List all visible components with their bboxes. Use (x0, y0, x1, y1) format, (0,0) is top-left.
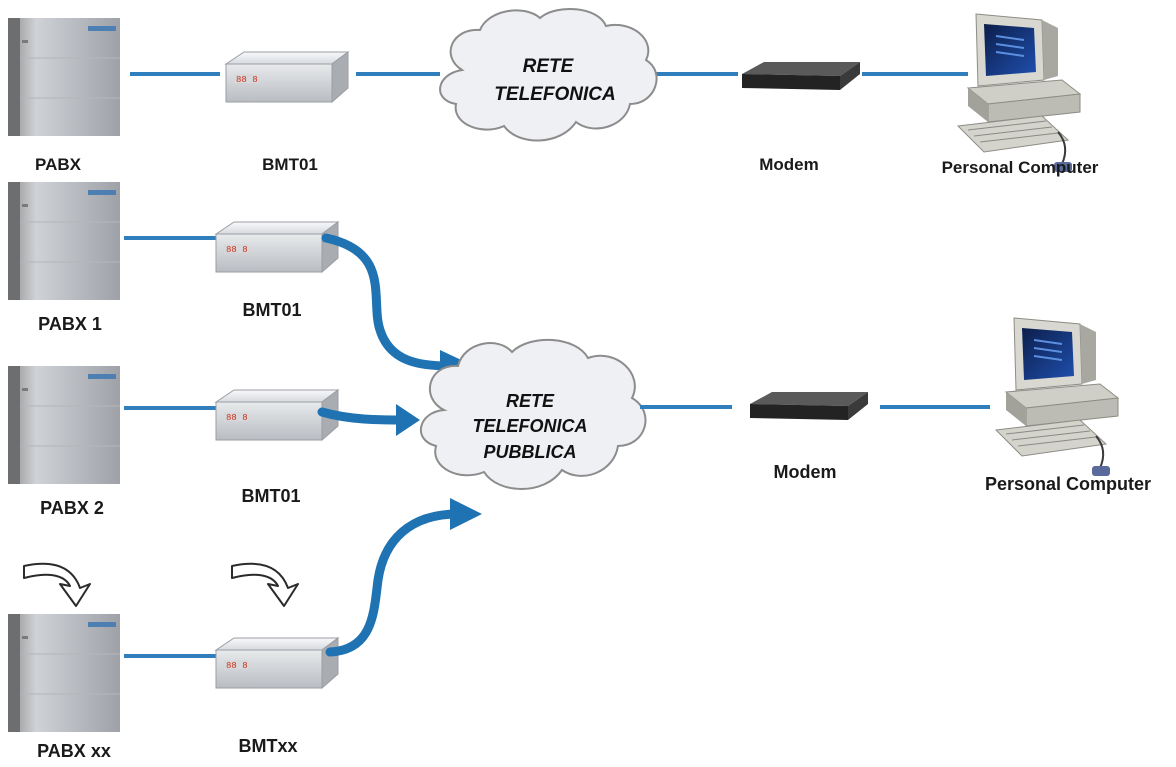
bmt-network-arrows (317, 233, 482, 657)
cloud-top-line-2: TELEFONICA (494, 84, 615, 105)
continuation-arrow-icon (23, 562, 91, 607)
pabx-xx-device (7, 613, 121, 733)
modem-device (742, 62, 860, 90)
personal-computer-device-bottom (995, 317, 1119, 477)
modem-device-bottom (750, 392, 868, 420)
pabx-2-label: PABX 2 (40, 498, 104, 518)
bmt-xx-label: BMTxx (238, 736, 297, 756)
cloud-public-line-3: PUBBLICA (484, 442, 577, 462)
pabx-1-label: PABX 1 (38, 314, 102, 334)
network-cloud-public: RETE TELEFONICA PUBBLICA (419, 339, 647, 490)
modem-label-bottom: Modem (774, 462, 837, 482)
bmt-2-label: BMT01 (241, 486, 300, 506)
pabx-label: PABX (35, 155, 82, 174)
pabx-1-device (7, 181, 121, 301)
bmt-1-label: BMT01 (242, 300, 301, 320)
cloud-public-line-1: RETE (506, 391, 555, 411)
bmt-label: BMT01 (262, 155, 318, 174)
modem-label: Modem (759, 155, 819, 174)
network-cloud-top: RETE TELEFONICA (439, 8, 658, 142)
personal-computer-label-bottom: Personal Computer (985, 474, 1151, 494)
cloud-top-line-1: RETE (523, 56, 575, 77)
bmt-1-device (215, 221, 339, 273)
pabx-bmt-connections (124, 236, 216, 658)
cloud-public-line-2: TELEFONICA (473, 416, 588, 436)
bmt-xx-device (215, 637, 339, 689)
bmt-device (225, 51, 349, 103)
personal-computer-label: Personal Computer (942, 158, 1099, 177)
continuation-arrow-icon (231, 562, 299, 607)
personal-computer-device (957, 13, 1081, 173)
pabx-device (7, 17, 121, 137)
pabx-2-device (7, 365, 121, 485)
pabx-xx-label: PABX xx (37, 741, 111, 761)
